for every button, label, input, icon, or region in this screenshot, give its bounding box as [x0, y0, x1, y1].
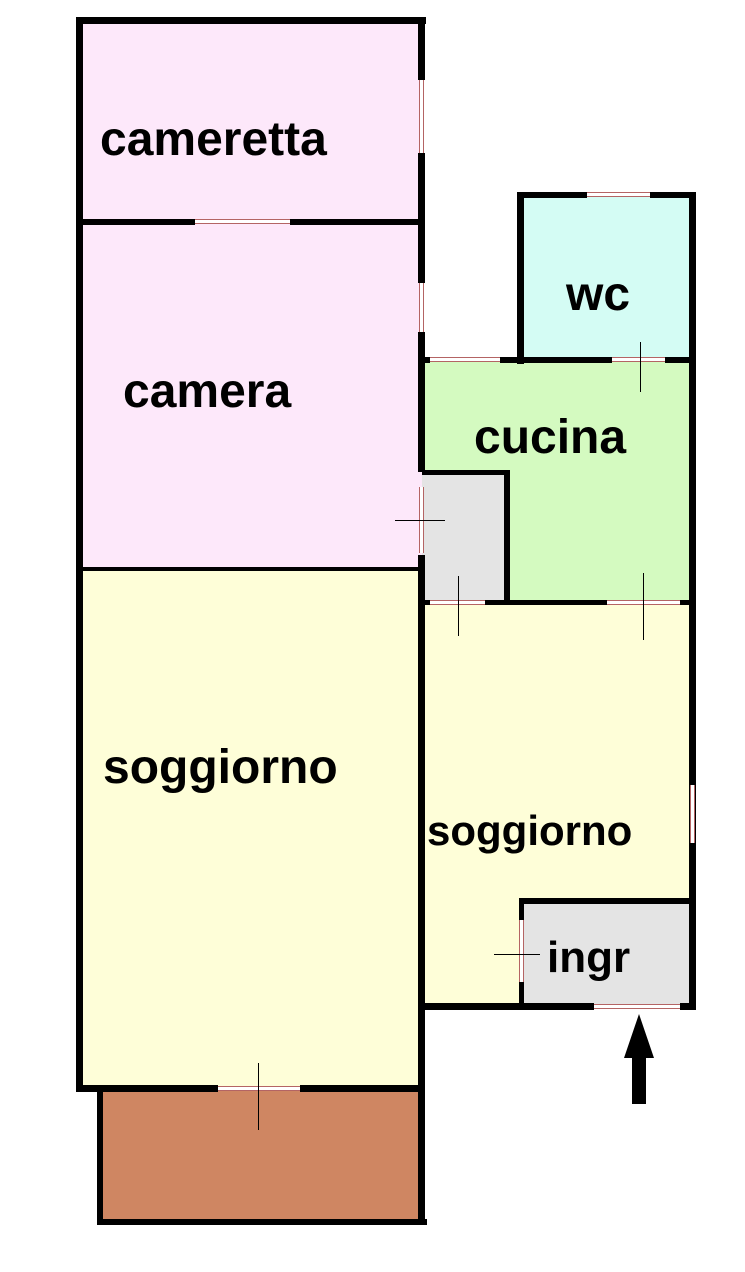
- room-soggiorno-left: [80, 570, 422, 1090]
- window: [587, 192, 650, 197]
- room-wc: [520, 195, 692, 362]
- wall: [418, 17, 425, 80]
- door-marker: [640, 342, 641, 392]
- window: [690, 785, 695, 843]
- wall: [519, 898, 524, 920]
- room-label-ingr: ingr: [547, 933, 631, 982]
- window: [419, 283, 424, 332]
- wall: [76, 1085, 218, 1092]
- room-label-wc: wc: [566, 268, 631, 321]
- door-marker: [494, 954, 540, 955]
- wall: [519, 898, 695, 904]
- window: [419, 80, 424, 153]
- entrance-door: [594, 1004, 680, 1009]
- wall: [422, 600, 430, 605]
- wall: [97, 1219, 427, 1225]
- wall: [76, 17, 83, 1092]
- wall: [418, 332, 425, 472]
- balcony-door: [218, 1086, 300, 1091]
- room-label-cucina: cucina: [474, 411, 627, 464]
- wall: [517, 192, 524, 364]
- wall: [418, 357, 430, 363]
- room-camera: [80, 223, 422, 570]
- door-marker: [458, 576, 459, 636]
- wall: [517, 192, 587, 198]
- wall: [519, 982, 524, 1008]
- wall: [80, 219, 195, 225]
- door: [519, 920, 524, 982]
- room-label-camera: camera: [123, 365, 292, 418]
- room-ripostiglio: [422, 472, 507, 603]
- wall: [650, 192, 696, 198]
- room-ingr: [520, 900, 692, 1006]
- wall: [97, 1090, 103, 1225]
- wall: [80, 567, 422, 571]
- wall: [422, 1003, 594, 1010]
- room-label-cameretta: cameretta: [100, 113, 327, 166]
- room-cameretta: [80, 20, 422, 223]
- wall: [290, 219, 422, 225]
- window: [195, 219, 290, 224]
- door: [430, 600, 485, 605]
- wall: [504, 470, 510, 605]
- arrow-up-icon: [624, 1014, 654, 1104]
- door-marker: [643, 573, 644, 640]
- wall: [418, 555, 425, 1225]
- room-label-soggiorno-left: soggiorno: [103, 741, 338, 794]
- door: [612, 357, 665, 362]
- wall: [76, 17, 426, 24]
- wall: [500, 357, 612, 363]
- room-label-soggiorno-right: soggiorno: [427, 807, 633, 854]
- room-balcone: [100, 1090, 425, 1223]
- wall: [418, 153, 425, 283]
- wall: [300, 1085, 425, 1092]
- wall: [485, 600, 607, 605]
- wall: [680, 600, 695, 605]
- wall: [665, 357, 695, 363]
- wall: [680, 1003, 696, 1010]
- door-marker: [395, 520, 445, 521]
- door-marker: [258, 1063, 259, 1130]
- wall: [422, 470, 510, 475]
- window: [430, 357, 500, 362]
